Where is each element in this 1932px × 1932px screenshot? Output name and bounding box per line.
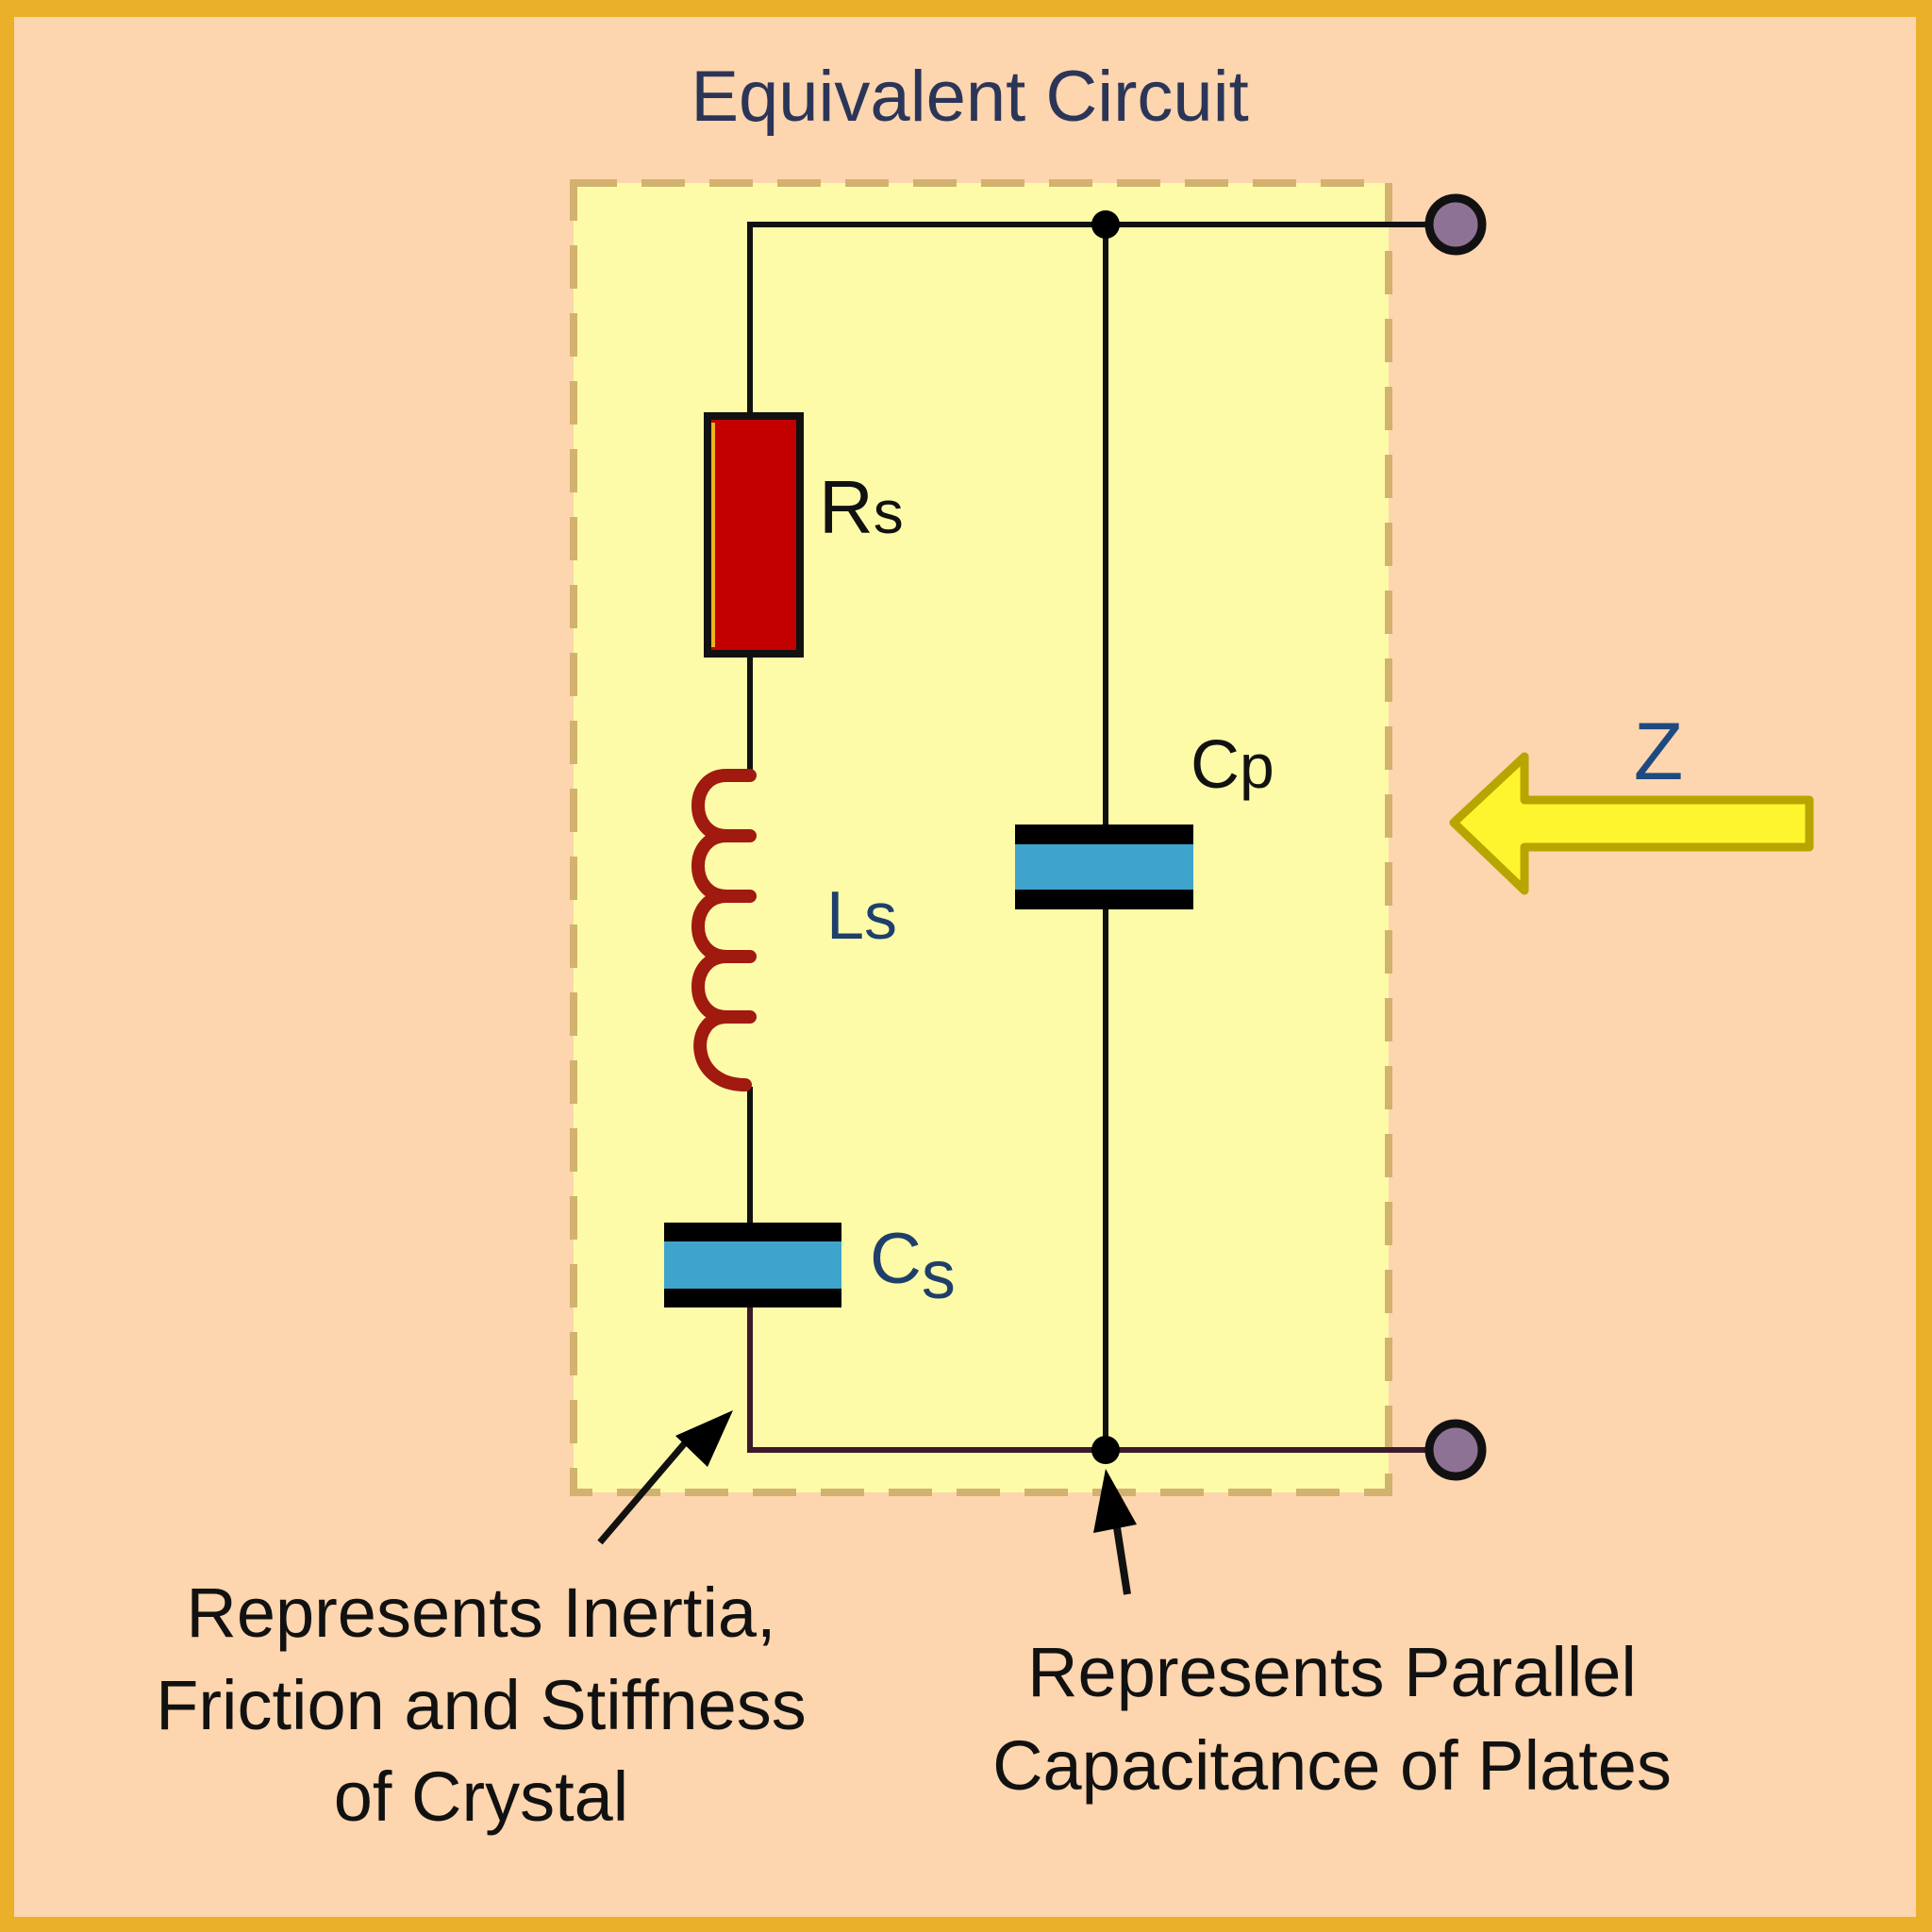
annotation-series-line-3: of Crystal [334,1757,629,1836]
capacitor-cs [664,1223,841,1307]
annotation-arrow-parallel [1093,1469,1137,1595]
terminal-top[interactable] [1424,193,1487,256]
bottom-wire [747,1307,1429,1453]
terminal-bottom[interactable] [1424,1419,1487,1481]
wires [747,222,1429,1453]
capacitor-cs-label-main: C [870,1219,922,1299]
impedance-label: Z [1634,707,1684,797]
diagram-title: Equivalent Circuit [691,57,1248,137]
top-wire [747,222,1429,415]
capacitor-cp [1015,824,1193,909]
capacitor-cs-label: Cs [870,1219,956,1313]
resistor-label: Rs [819,465,904,549]
inductor-ls [691,769,757,1091]
annotation-series-line-2: Friction and Stiffness [156,1666,807,1744]
resistor-rs [704,412,804,658]
inductor-label-sub: s [864,879,897,953]
capacitor-cp-label: Cp [1191,727,1274,803]
annotation-parallel-line-1: Represents Parallel [1027,1633,1637,1711]
inductor-label: Ls [826,878,897,954]
inductor-label-main: L [826,878,864,954]
resistor-label-sub: s [874,478,904,546]
annotation-series-branch: Represents Inertia, Friction and Stiffne… [156,1574,807,1836]
resistor-label-main: R [819,465,874,549]
capacitor-cs-label-sub: s [922,1238,956,1313]
annotation-parallel-branch: Represents Parallel Capacitance of Plate… [992,1633,1672,1805]
impedance-arrow-icon [1449,752,1814,895]
annotation-series-line-1: Represents Inertia, [186,1574,775,1652]
junction-dot-top [1091,210,1120,239]
junction-dot-bottom [1091,1436,1120,1464]
annotation-parallel-line-2: Capacitance of Plates [992,1726,1672,1805]
capacitor-cp-label-sub: p [1240,731,1274,801]
annotation-arrow-series [597,1410,733,1545]
capacitor-cp-label-main: C [1191,727,1240,803]
